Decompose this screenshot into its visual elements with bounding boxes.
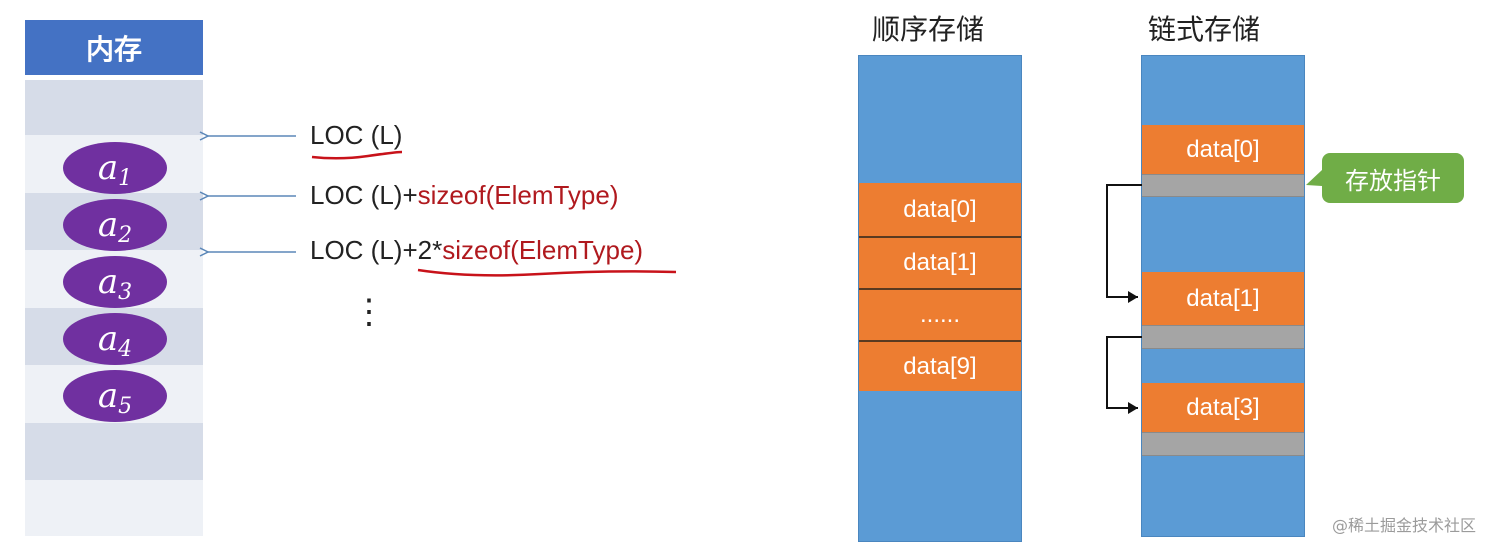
element-base: a: [97, 205, 119, 245]
element-base: a: [97, 319, 119, 359]
sequential-title: 顺序存储: [872, 13, 985, 46]
memory-cell: [25, 423, 203, 480]
element-base: a: [97, 262, 119, 302]
element-subscript: 2: [118, 222, 133, 248]
sequential-block: ......: [859, 288, 1021, 340]
address-loc-plus-one: LOC (L)+sizeof(ElemType): [310, 180, 619, 211]
linked-block: data[3]: [1142, 383, 1304, 432]
address-loc-plus-two: LOC (L)+2*sizeof(ElemType): [310, 235, 643, 266]
sequential-block: data[9]: [859, 340, 1021, 391]
callout-tail: [1306, 170, 1322, 186]
pointer-field: [1142, 325, 1304, 349]
address-multiplier: 2*: [417, 235, 443, 265]
pointer-arrow: [1106, 336, 1142, 414]
address-text: LOC (L)+: [310, 180, 418, 210]
address-loc-base: LOC (L): [310, 120, 402, 151]
element-base: a: [97, 376, 119, 416]
watermark: @稀土掘金技术社区: [1332, 516, 1477, 535]
linked-block: data[1]: [1142, 272, 1304, 325]
pointer-callout: 存放指针: [1322, 153, 1464, 203]
sequential-block: data[0]: [859, 183, 1021, 236]
address-sizeof: sizeof(ElemType): [442, 235, 644, 265]
sequential-block: data[1]: [859, 236, 1021, 288]
memory-cell: [25, 480, 203, 536]
memory-header: 内存: [25, 20, 203, 75]
linked-block: data[0]: [1142, 125, 1304, 174]
element-subscript: 1: [118, 165, 133, 191]
linked-title: 链式存储: [1148, 13, 1261, 46]
pointer-field: [1142, 432, 1304, 456]
address-sizeof: sizeof(ElemType): [417, 180, 619, 210]
element-subscript: 5: [118, 393, 133, 419]
element-base: a: [97, 148, 119, 188]
vertical-ellipsis: ⋮: [352, 293, 386, 331]
memory-cell: [25, 80, 203, 135]
address-text: LOC (L)+: [310, 235, 418, 265]
red-underline: [417, 268, 677, 277]
element-subscript: 4: [118, 336, 133, 362]
element-subscript: 3: [118, 279, 133, 305]
pointer-field: [1142, 174, 1304, 197]
red-underline: [311, 150, 403, 160]
pointer-arrow: [1106, 184, 1142, 303]
address-text: LOC (L): [310, 120, 403, 150]
